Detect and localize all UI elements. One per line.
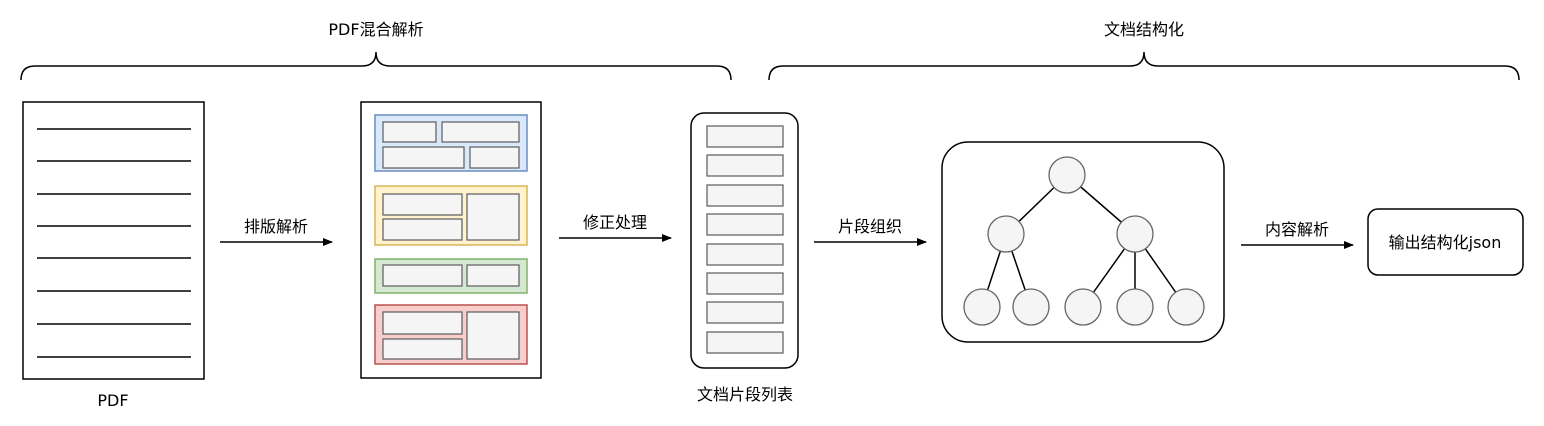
edge-label-content-parse: 内容解析 [1265,220,1329,239]
brace-doc-structuring [768,51,1520,81]
pdf-label: PDF [97,391,128,410]
layout-analysis-page [360,101,542,379]
tree-leaf-node [1167,288,1205,326]
fragment-list-label: 文档片段列表 [697,385,793,404]
tree-root-node [1048,156,1086,194]
layout-region-green [374,258,528,294]
brace-pdf-parse [20,51,732,81]
edge-label-fragment-org: 片段组织 [838,217,902,236]
layout-region-red [374,304,528,365]
document-tree [941,141,1225,343]
pdf-document-icon [22,101,205,380]
fragment-list [690,112,799,369]
edge-label-correction: 修正处理 [583,213,647,232]
output-json-box [1367,208,1524,276]
tree-leaf-node [1064,288,1102,326]
edge-label-layout-parse: 排版解析 [244,217,308,236]
tree-leaf-node [963,288,1001,326]
tree-node [987,215,1025,253]
group-label-pdf-parse: PDF混合解析 [328,20,423,39]
output-json-label: 输出结构化json [1389,233,1502,252]
tree-leaf-node [1116,288,1154,326]
tree-leaf-node [1012,288,1050,326]
layout-region-blue [374,114,528,172]
layout-region-yellow [374,185,528,246]
tree-node [1116,215,1154,253]
group-label-doc-structuring: 文档结构化 [1104,20,1184,39]
